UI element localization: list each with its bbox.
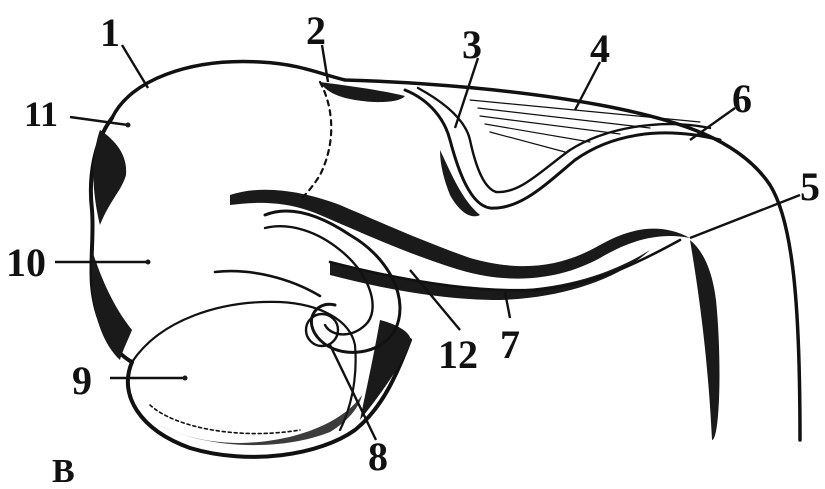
label-12: 12: [438, 332, 478, 377]
label-9: 9: [72, 358, 92, 403]
label-1: 1: [100, 10, 120, 55]
label-2: 2: [306, 8, 326, 53]
label-10: 10: [6, 240, 46, 285]
label-3: 3: [462, 22, 482, 67]
label-4: 4: [590, 26, 610, 71]
panel-letter: B: [52, 453, 75, 489]
label-7: 7: [500, 322, 520, 367]
label-8: 8: [368, 434, 388, 479]
label-11: 11: [24, 94, 58, 134]
internal-structures: [215, 82, 720, 352]
label-6: 6: [732, 76, 752, 121]
label-5: 5: [800, 164, 820, 209]
